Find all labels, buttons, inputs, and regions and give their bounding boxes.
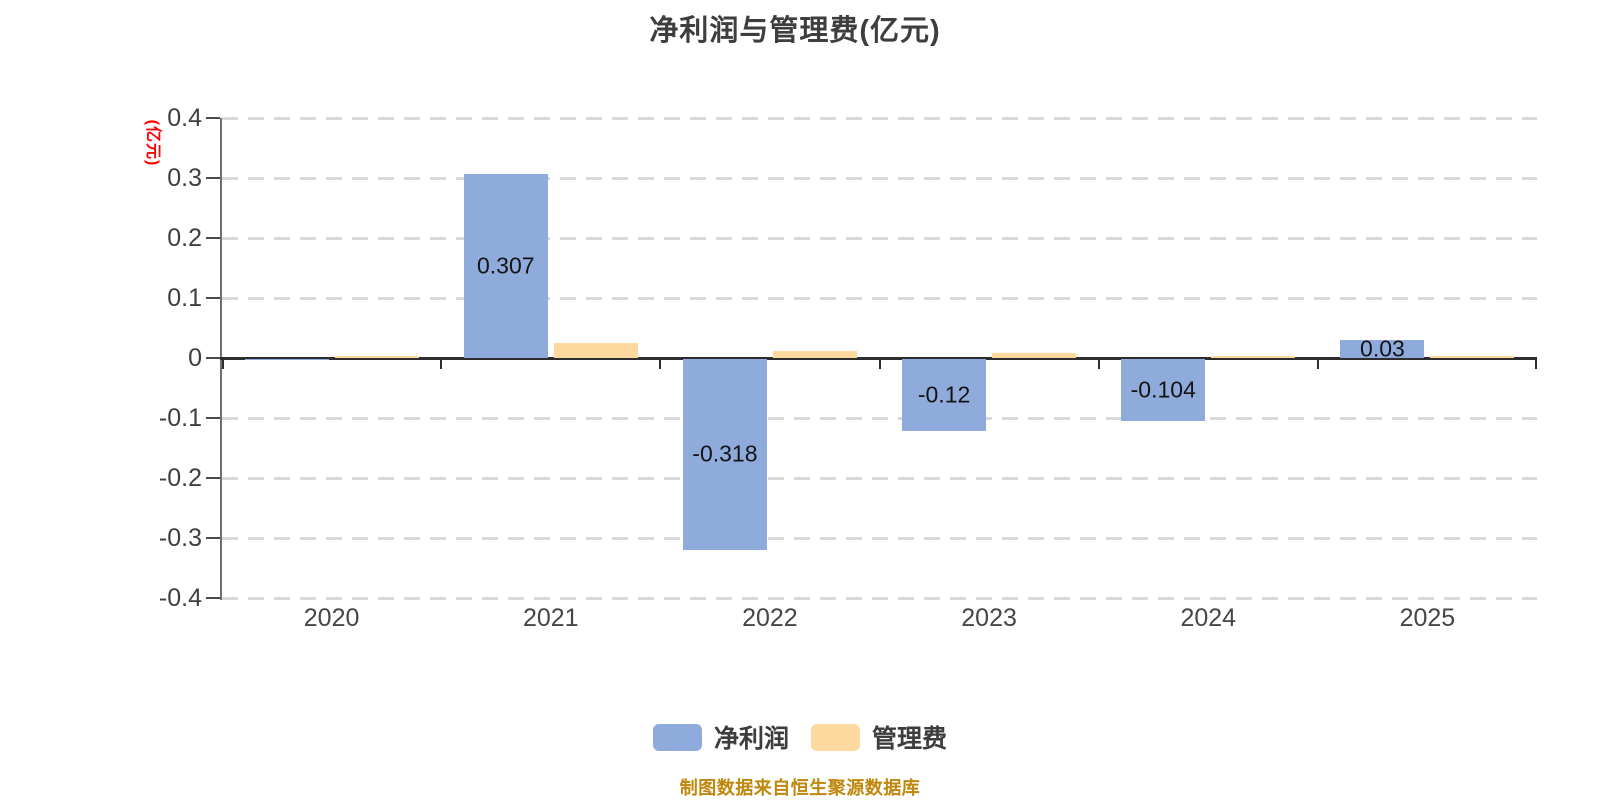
y-tick-label: -0.2 (158, 464, 202, 492)
bar-value-label: 0.03 (1360, 335, 1405, 362)
x-category-label: 2024 (1180, 604, 1237, 632)
y-tick-mark (206, 237, 220, 239)
y-tick-mark (206, 297, 220, 299)
x-category-label: 2022 (742, 604, 798, 632)
grid-line (222, 477, 1537, 480)
x-category-label: 2020 (303, 604, 360, 632)
x-tick-mark (222, 360, 224, 369)
y-tick-label: 0.4 (167, 104, 202, 132)
x-tick-mark (1535, 360, 1537, 369)
y-tick-mark (206, 537, 220, 539)
bar-value-label: -0.12 (917, 381, 971, 408)
y-tick-label: 0 (188, 344, 202, 372)
bar-net-profit-2023 (902, 359, 987, 431)
legend-item-net-profit[interactable]: 净利润 (652, 719, 789, 755)
y-tick-label: -0.1 (158, 404, 202, 432)
y-tick-label: 0.2 (167, 224, 202, 252)
source-note: 制图数据来自恒生聚源数据库 (679, 778, 921, 798)
legend: 净利润 管理费 (0, 719, 1600, 755)
plot-area: 0.4 0.3 0.2 0.1 0 -0.1 -0.2 -0.3 -0.4 2020 0.307 20… (159, 104, 1537, 632)
x-tick-mark (879, 360, 881, 369)
bar-mgmt-fee-2025 (1430, 355, 1515, 358)
bar-mgmt-fee-2024 (1211, 355, 1296, 358)
y-tick-mark (206, 417, 220, 419)
y-tick-label: 0.1 (167, 284, 202, 312)
grid-line (222, 177, 1537, 180)
y-tick-mark (206, 597, 220, 599)
grid-line (222, 597, 1537, 600)
bar-net-profit-2024 (1121, 359, 1206, 422)
grid-line (222, 417, 1537, 420)
bar-mgmt-fee-2021 (553, 343, 638, 358)
grid-line (222, 117, 1537, 120)
bar-value-label: -0.104 (1130, 376, 1196, 403)
x-tick-mark (440, 360, 442, 369)
x-tick-mark (659, 360, 661, 369)
y-tick-label: 0.3 (167, 164, 202, 192)
y-tick-mark (206, 477, 220, 479)
x-category-label: 2023 (961, 604, 1017, 632)
bar-mgmt-fee-2022 (772, 350, 857, 358)
x-axis-line (220, 357, 1537, 360)
bar-net-profit-2022 (682, 359, 767, 550)
grid-line (222, 537, 1537, 540)
bar-net-profit-2021 (463, 173, 548, 358)
y-tick-mark (206, 117, 220, 119)
x-tick-mark (1317, 360, 1319, 369)
bar-mgmt-fee-2023 (992, 352, 1077, 358)
grid-line (222, 297, 1537, 300)
y-tick-mark (206, 177, 220, 179)
y-tick-label: -0.4 (158, 584, 202, 612)
chart-title: 净利润与管理费(亿元) (649, 15, 941, 47)
legend-swatch-mgmt-fee (811, 723, 860, 751)
legend-label-mgmt-fee: 管理费 (872, 725, 948, 753)
x-category-label: 2021 (522, 604, 579, 632)
bar-value-label: 0.307 (476, 252, 535, 279)
x-category-label: 2025 (1399, 604, 1456, 632)
bar-net-profit-2020 (244, 359, 329, 360)
bar-net-profit-2025 (1340, 340, 1425, 358)
legend-swatch-net-profit (652, 723, 702, 751)
bar-value-label: -0.318 (692, 440, 758, 467)
y-tick-mark (206, 357, 220, 359)
grid-line (222, 237, 1537, 240)
bar-mgmt-fee-2020 (334, 356, 419, 358)
y-tick-label: -0.3 (158, 524, 202, 552)
x-tick-mark (1098, 360, 1100, 369)
legend-label-net-profit: 净利润 (713, 725, 789, 753)
legend-item-mgmt-fee[interactable]: 管理费 (811, 719, 947, 755)
